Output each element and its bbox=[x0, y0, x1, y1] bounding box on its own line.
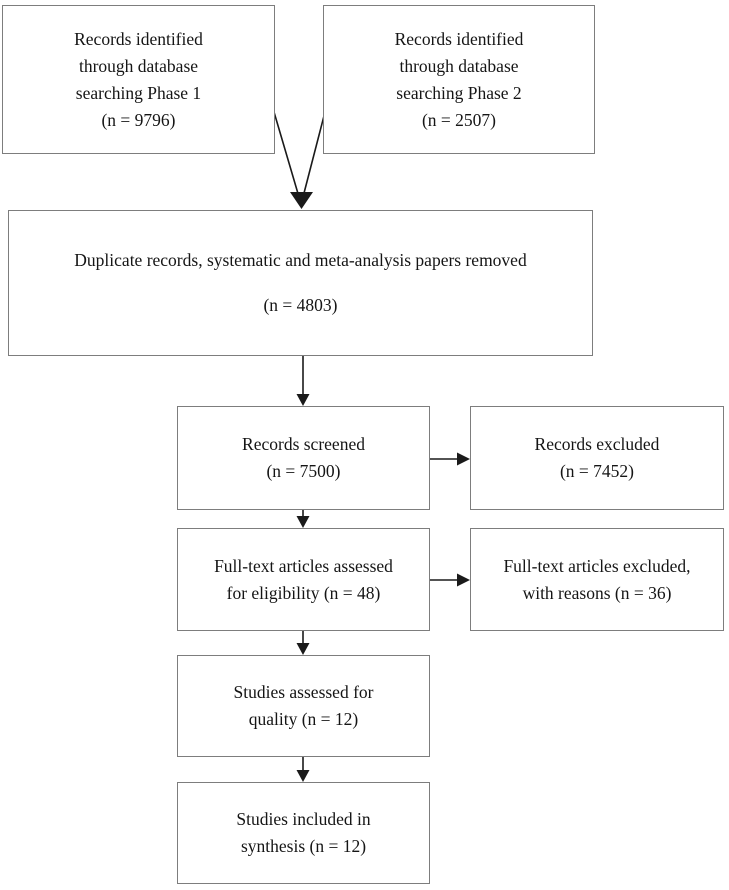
node-records-screened: Records screened (n = 7500) bbox=[177, 406, 430, 510]
node-full-text-assessed: Full-text articles assessed for eligibil… bbox=[177, 528, 430, 631]
node-text-line: through database bbox=[399, 55, 519, 76]
edge-fulltext-to-fulltext-excluded bbox=[430, 573, 470, 587]
node-records-excluded: Records excluded (n = 7452) bbox=[470, 406, 724, 510]
node-text-line: Duplicate records, systematic and meta-a… bbox=[74, 250, 527, 270]
node-duplicates-removed: Duplicate records, systematic and meta-a… bbox=[8, 210, 593, 356]
node-text-line: through database bbox=[78, 55, 199, 76]
arrowhead-into-duplicate bbox=[290, 192, 313, 209]
edge-screened-to-records-excluded bbox=[430, 452, 470, 466]
node-count-line: (n = 4803) bbox=[263, 295, 338, 315]
edge-screened-to-fulltext bbox=[296, 510, 310, 528]
node-records-identified-phase-1: Records identified through database sear… bbox=[2, 5, 275, 154]
node-records-identified-phase-2: Records identified through database sear… bbox=[323, 5, 595, 154]
node-text-line: Studies included in bbox=[236, 809, 371, 829]
node-text-line: Full-text articles assessed bbox=[214, 555, 393, 576]
node-full-text-excluded: Full-text articles excluded, with reason… bbox=[470, 528, 724, 631]
node-count-line: with reasons (n = 36) bbox=[522, 582, 672, 603]
edge-quality-to-included bbox=[296, 757, 310, 782]
node-text-line: Full-text articles excluded, bbox=[503, 555, 691, 576]
edge-phase2-to-duplicate bbox=[302, 111, 326, 198]
edge-fulltext-to-quality bbox=[296, 631, 310, 655]
node-count-line: for eligibility (n = 48) bbox=[226, 582, 381, 603]
node-count-line: quality (n = 12) bbox=[248, 709, 359, 729]
edge-phase1-to-duplicate bbox=[273, 111, 300, 198]
node-count-line: (n = 2507) bbox=[421, 109, 497, 130]
node-text-line: Records identified bbox=[74, 28, 203, 49]
node-text-line: Records screened bbox=[242, 434, 365, 454]
node-count-line: (n = 9796) bbox=[101, 109, 176, 130]
node-text-line: Records excluded bbox=[534, 434, 660, 454]
node-count-line: (n = 7452) bbox=[559, 461, 635, 481]
node-count-line: synthesis (n = 12) bbox=[240, 836, 367, 856]
node-studies-included-synthesis: Studies included in synthesis (n = 12) bbox=[177, 782, 430, 884]
node-text-line: searching Phase 1 bbox=[75, 82, 202, 103]
node-studies-assessed-quality: Studies assessed for quality (n = 12) bbox=[177, 655, 430, 757]
node-text-line: Records identified bbox=[394, 28, 524, 49]
node-text-line: searching Phase 2 bbox=[396, 82, 522, 103]
edge-duplicate-to-screened bbox=[296, 356, 310, 406]
node-count-line: (n = 7500) bbox=[266, 461, 341, 481]
node-text-line: Studies assessed for bbox=[233, 682, 374, 702]
